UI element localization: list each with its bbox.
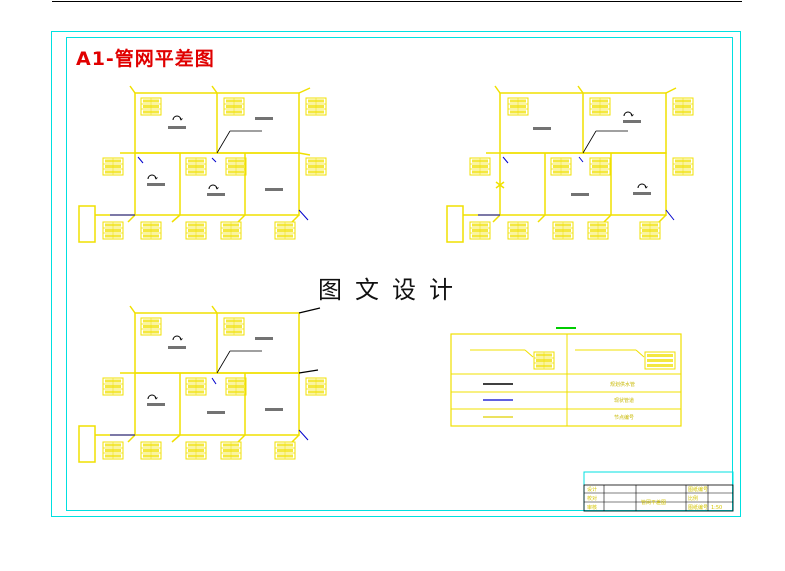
tb-label-0: 设计 [587, 486, 597, 493]
tb-drawing-name: 管网平差图 [641, 499, 666, 506]
drawing-title: A1-管网平差图 [76, 48, 215, 70]
tb-label-2: 审核 [587, 504, 597, 511]
legend-label-0: 规划供水管 [610, 381, 635, 388]
legend-label-1: 现状管道 [614, 397, 634, 404]
watermark-text: 图文设计 [318, 276, 466, 304]
tb-number: 1:50 [711, 505, 722, 511]
network-2 [446, 85, 677, 243]
legend-label-2: 节点编号 [614, 414, 634, 421]
network-1-details [102, 97, 327, 240]
network-2-details [469, 97, 694, 240]
drawing-frame [66, 37, 733, 511]
legend-table: 规划供水管 现状管道 节点编号 [450, 327, 682, 427]
network-3-details [102, 307, 327, 460]
tb-right-0: 图纸编号 [688, 486, 708, 493]
tb-right-1: 比例 [688, 495, 698, 502]
outer-frame [51, 31, 741, 517]
tb-label-1: 校对 [587, 495, 597, 502]
tb-right-2: 图纸编号 [688, 504, 708, 511]
title-block: 设计 校对 审核 管网平差图 图纸编号 比例 图纸编号 1:50 [583, 471, 734, 512]
top-border-line [52, 1, 742, 2]
